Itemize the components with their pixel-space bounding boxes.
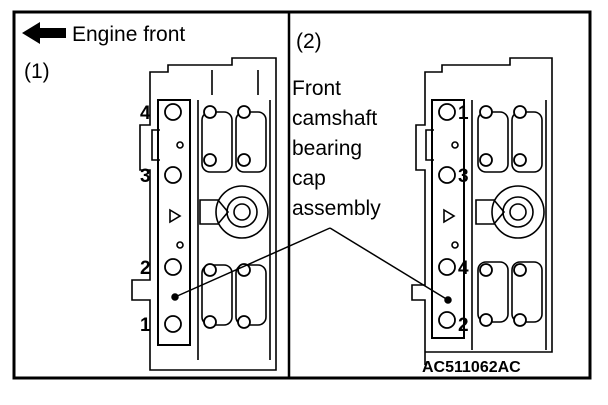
panel2-bolt-circle-4 — [438, 258, 456, 276]
panel2-bolt-circle-1 — [438, 103, 456, 121]
callout-line-1: Front — [292, 77, 341, 100]
panel2-bolt-circle-2 — [438, 311, 456, 329]
panel1-bolt-circle-2 — [164, 258, 182, 276]
callout-line-4: cap — [292, 167, 326, 190]
panel1-bolt-circle-3 — [164, 166, 182, 184]
callout-line-3: bearing — [292, 137, 362, 160]
panel2-bolt-number-2: 2 — [458, 315, 469, 336]
panel1-bolt-number-2: 2 — [140, 258, 151, 279]
engine-front-arrow-icon — [22, 22, 66, 44]
callout-leader-lines — [171, 227, 452, 304]
callout-line-5: assembly — [292, 197, 381, 220]
panel2-engine-drawing — [411, 57, 553, 365]
callout-line-2: camshaft — [292, 107, 377, 130]
panel2-bolts — [438, 103, 527, 329]
panel1-engine-drawing — [131, 57, 277, 371]
engine-front-label: Engine front — [72, 23, 185, 46]
panel1-bolt-circle-1 — [164, 315, 182, 333]
panel1-bolt-number-4: 4 — [140, 103, 151, 124]
panel2-bolt-number-3: 3 — [458, 166, 469, 187]
panel1-bolt-number-1: 1 — [140, 315, 151, 336]
panel1-bolts — [164, 103, 251, 333]
panel2-bolt-number-4: 4 — [458, 258, 469, 279]
panel1-label: (1) — [24, 60, 50, 83]
panel1-bolt-circle-4 — [164, 103, 182, 121]
figure-frame — [12, 10, 592, 380]
panel2-label: (2) — [296, 30, 322, 53]
panel2-bolt-number-1: 1 — [458, 103, 469, 124]
figure-code: AC511062AC — [422, 359, 521, 376]
panel1-bolt-number-3: 3 — [140, 166, 151, 187]
panel2-bolt-circle-3 — [438, 166, 456, 184]
